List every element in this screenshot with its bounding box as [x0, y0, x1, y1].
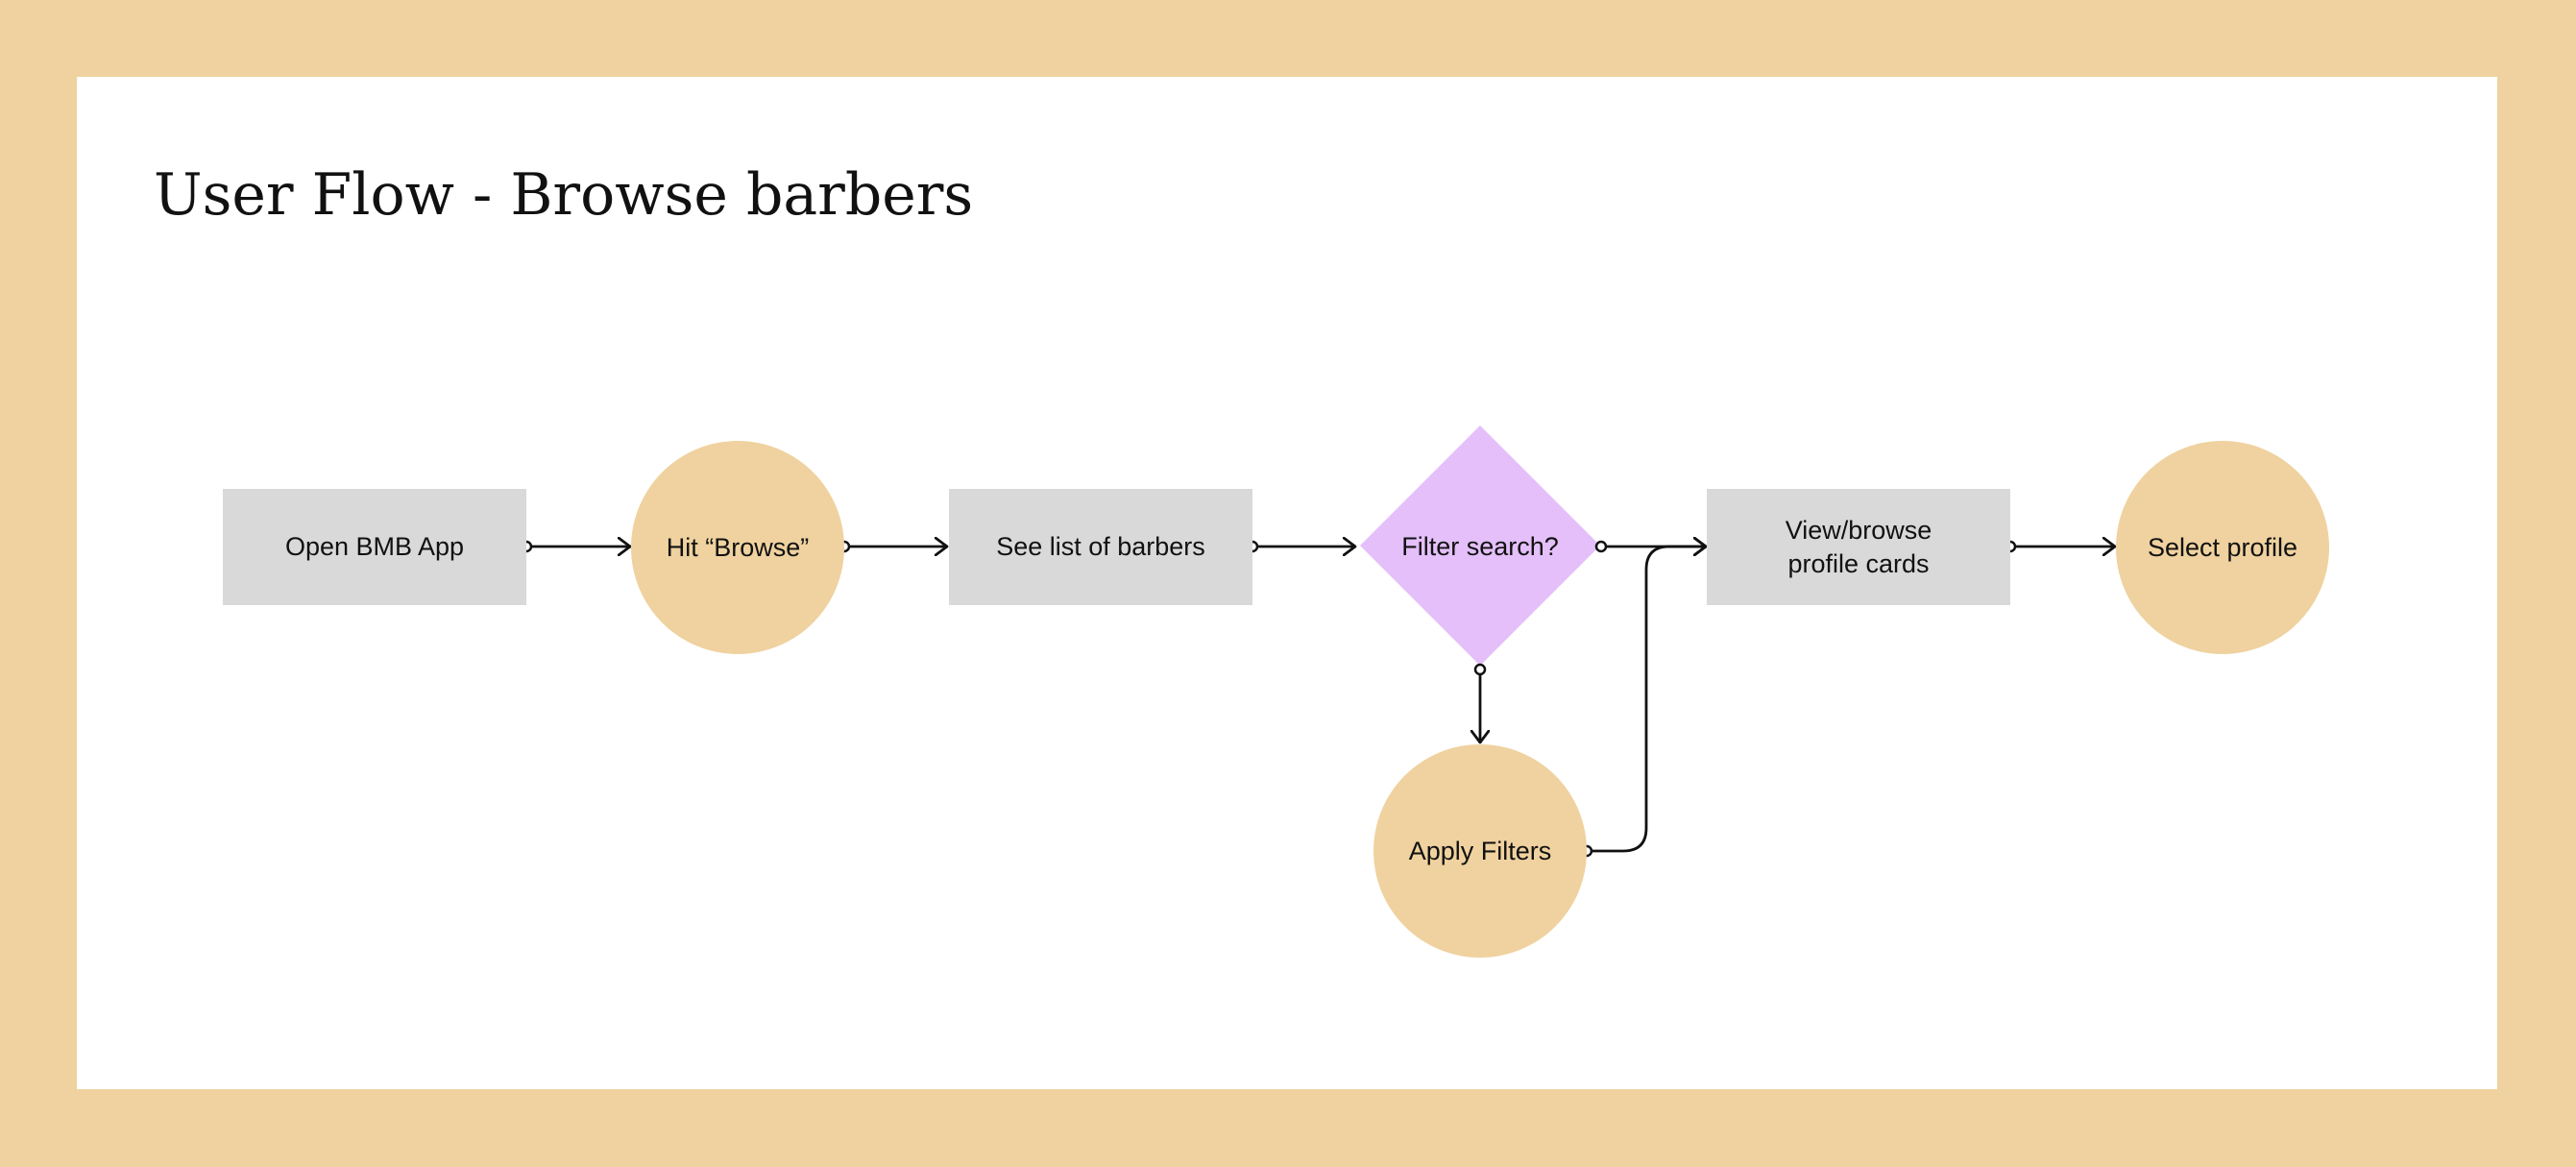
- node-label: Apply Filters: [1408, 836, 1552, 865]
- page-title: User Flow - Browse barbers: [154, 161, 974, 229]
- node-filter-search[interactable]: Filter search?: [1360, 512, 1600, 581]
- node-label: View/browse profile cards: [1785, 515, 1932, 578]
- node-apply-filters[interactable]: Apply Filters: [1373, 744, 1587, 958]
- decision-diamond-shape: [1360, 425, 1600, 666]
- node-label: Hit “Browse”: [666, 532, 810, 562]
- edge-apply-filters-to-view-browse: [1585, 547, 1708, 853]
- node-view-browse-profile-cards[interactable]: View/browse profile cards: [1707, 489, 2010, 605]
- node-label: See list of barbers: [996, 532, 1205, 562]
- node-select-profile[interactable]: Select profile: [2116, 441, 2329, 654]
- node-label: Select profile: [2147, 532, 2298, 562]
- node-see-list-of-barbers[interactable]: See list of barbers: [949, 489, 1252, 605]
- node-label: Filter search?: [1401, 531, 1559, 561]
- node-open-bmb-app[interactable]: Open BMB App: [223, 489, 526, 605]
- port-dot: [1594, 540, 1608, 553]
- node-label: Open BMB App: [284, 532, 465, 562]
- node-hit-browse[interactable]: Hit “Browse”: [631, 441, 844, 654]
- port-dot: [1473, 663, 1487, 676]
